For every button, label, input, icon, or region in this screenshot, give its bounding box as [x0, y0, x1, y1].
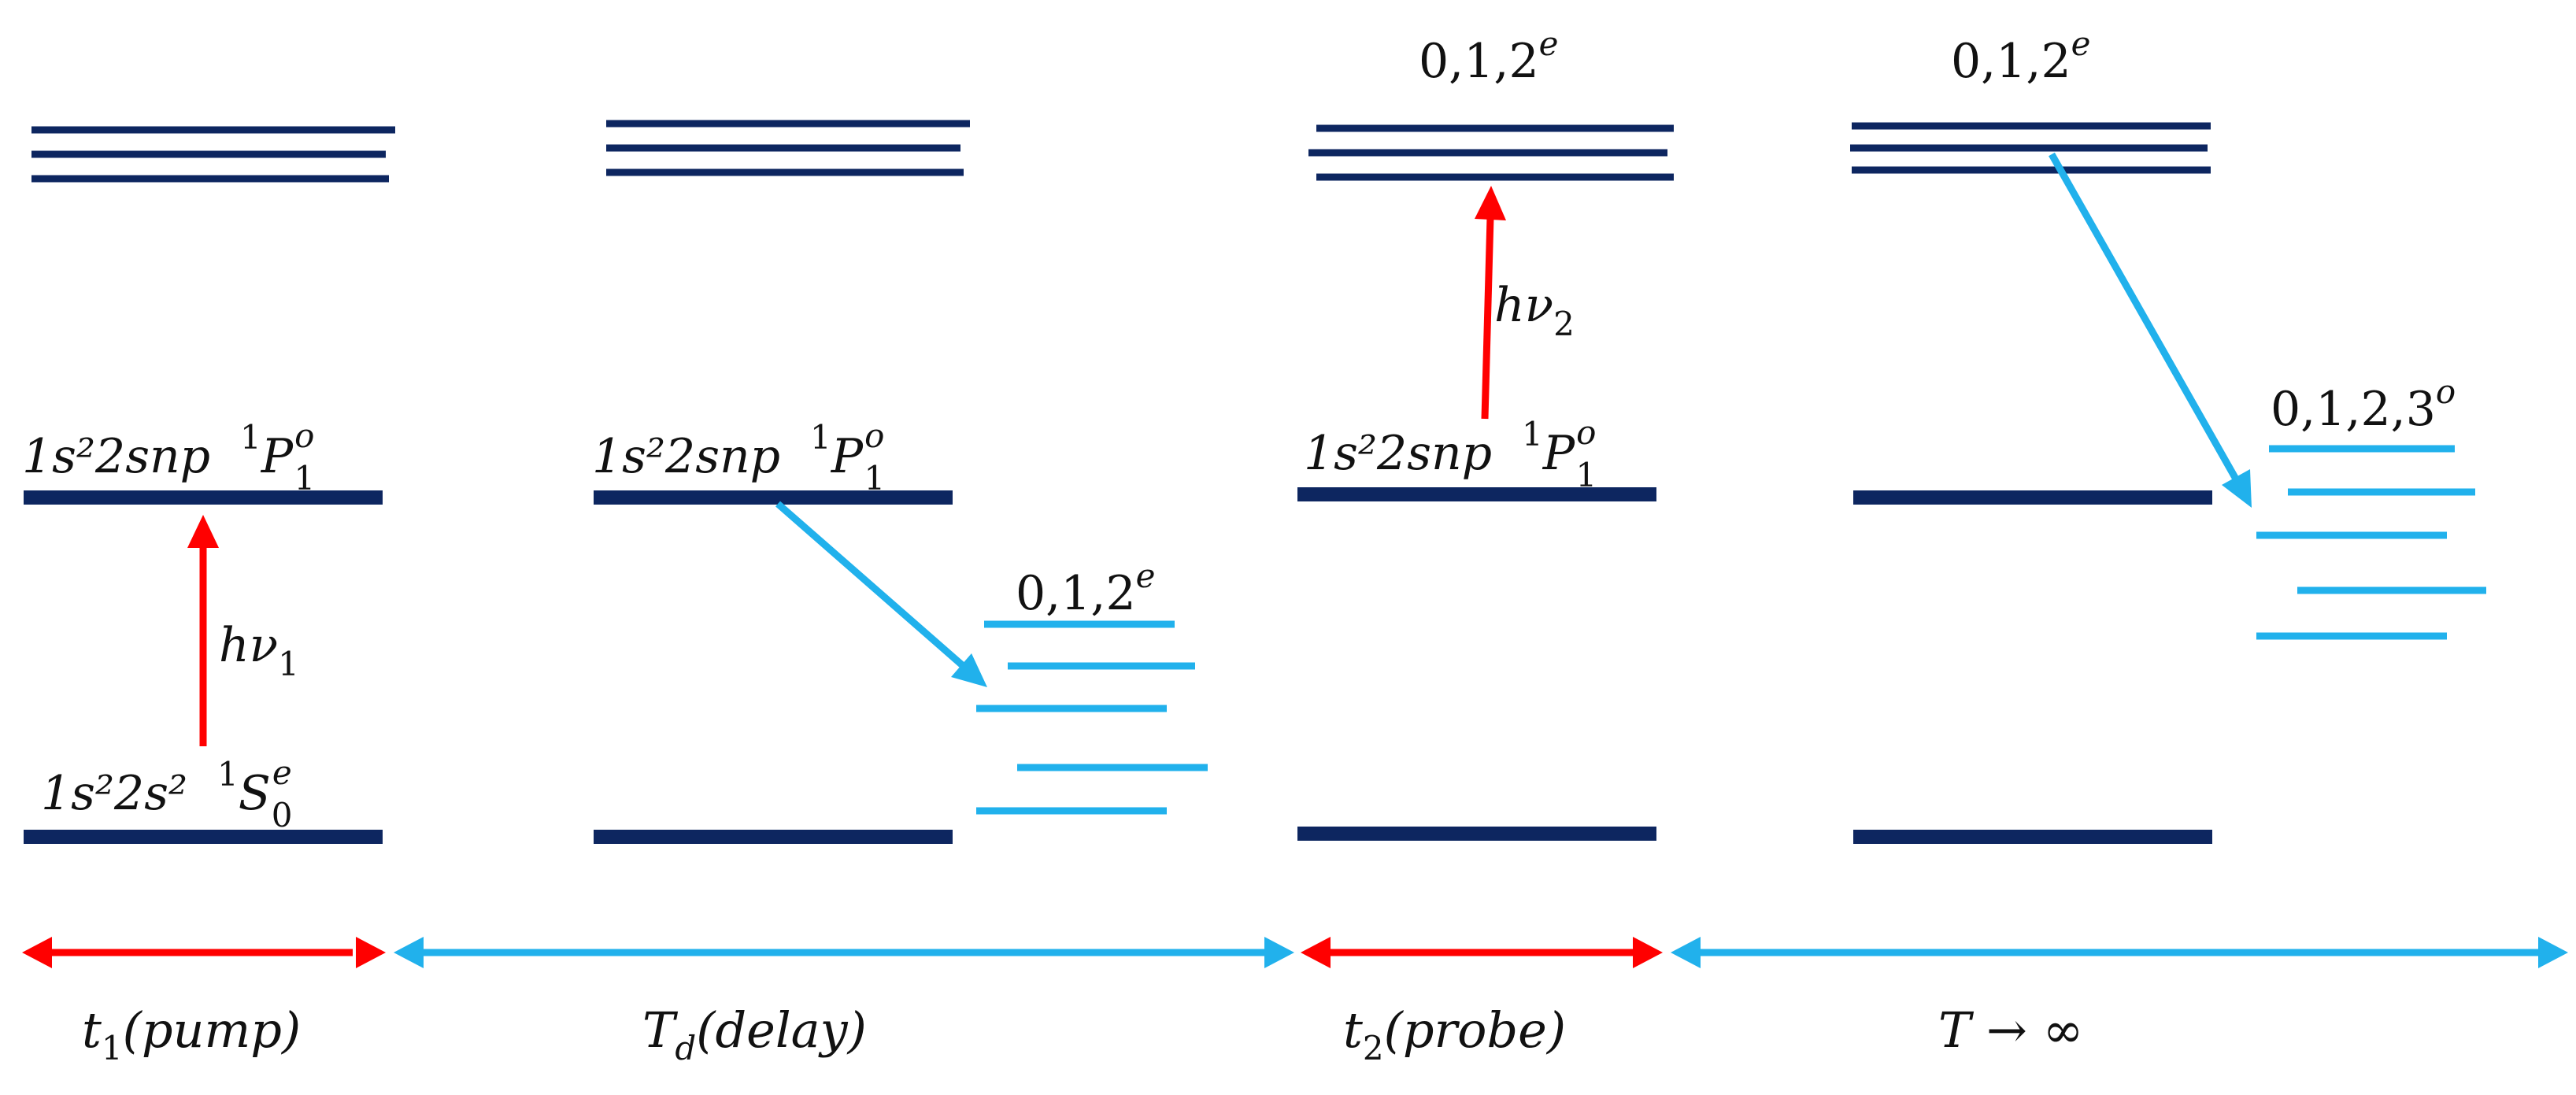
timeline-label-probe: t2(probe) — [1343, 1001, 1566, 1067]
decay-arrow — [2049, 152, 2252, 508]
timeline-label-pump: t1(pump) — [82, 1001, 301, 1067]
probe-arrow — [1475, 186, 1506, 420]
bound-levels-odd — [2256, 445, 2486, 640]
continuum-levels — [606, 120, 970, 176]
continuum-levels — [1850, 122, 2211, 174]
timeline-label-delay: Td(delay) — [642, 1001, 867, 1067]
timeline: t1(pump) Td(delay) t2(probe) T → ∞ — [22, 937, 2568, 1067]
photon-label-2: hν2 — [1494, 278, 1575, 343]
continuum-levels — [1308, 124, 1674, 181]
continuum-label: 0,1,2e — [1419, 24, 1559, 89]
timeline-segment-pump — [22, 937, 386, 968]
bound-levels-label: 0,1,2e — [1016, 557, 1156, 621]
timeline-segment-probe — [1301, 937, 1663, 968]
photon-label-1: hν1 — [219, 618, 299, 683]
bound-levels-even — [976, 620, 1208, 815]
decay-arrow — [775, 501, 987, 687]
bound-levels-label: 0,1,2,3o — [2271, 372, 2456, 437]
pump-arrow — [187, 515, 219, 746]
timeline-segment-delay — [394, 937, 1294, 968]
continuum-label: 0,1,2e — [1951, 24, 2091, 89]
timeline-segment-infinity — [1671, 937, 2568, 968]
continuum-levels — [31, 126, 395, 183]
timeline-label-infinity: T → ∞ — [1938, 1001, 2083, 1059]
panel-infinity: 0,1,2e 0,1,2,3o — [1850, 24, 2486, 844]
